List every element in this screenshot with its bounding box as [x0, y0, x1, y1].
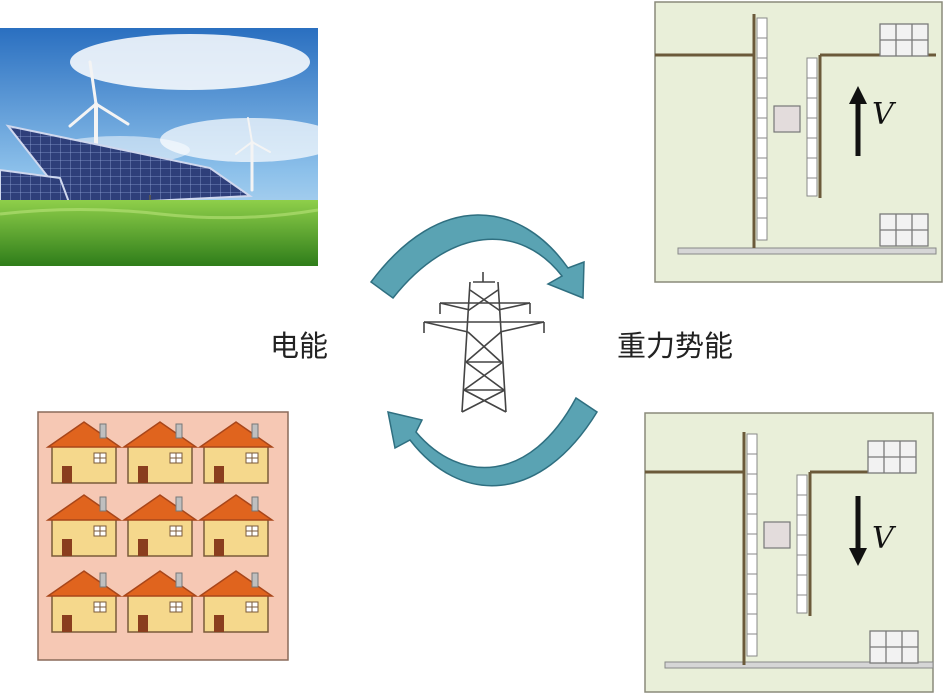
crate-stack-icon: [869, 630, 919, 664]
velocity-label: V: [872, 521, 897, 556]
houses-panel: [37, 411, 289, 661]
crate-stack-icon: [879, 23, 929, 57]
wind-turbine-icon: [235, 117, 271, 192]
flow-arrow-bottom: [387, 396, 599, 487]
electric-energy-label: 电能: [270, 329, 329, 363]
power-tower-icon: [423, 272, 545, 413]
velocity-arrow-up-icon: [849, 86, 867, 156]
rail-guide: [756, 17, 768, 241]
rail-guide: [796, 474, 808, 614]
velocity-arrow-down-icon: [849, 496, 867, 566]
crate-stack-icon: [879, 213, 929, 247]
renewable-energy-photo: [0, 28, 340, 266]
velocity-label: V: [872, 97, 897, 132]
rail-guide: [806, 57, 818, 197]
rail-guide: [746, 433, 758, 657]
crate-stack-icon: [867, 440, 917, 474]
flow-arrow-top: [369, 214, 585, 300]
weight-block: [763, 521, 791, 549]
gravity-storage-panel-down: V: [644, 412, 934, 693]
gravitational-potential-energy-label: 重力势能: [617, 329, 734, 363]
solar-panel-icon: [0, 124, 253, 216]
gravity-storage-panel-up: V: [654, 1, 943, 283]
weight-block: [773, 105, 801, 133]
